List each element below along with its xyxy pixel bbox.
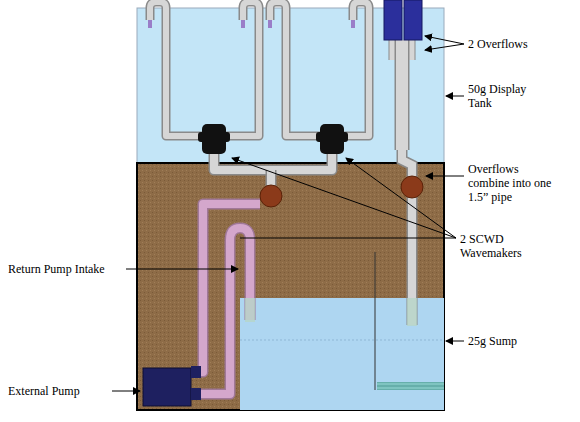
sump-baffle	[375, 252, 376, 390]
overflow-boxes	[384, 0, 422, 326]
leader-lines	[112, 36, 464, 391]
return-hole	[260, 185, 282, 207]
overflow-pipe-label: Overflows combine into one 1.5” pipe	[468, 162, 558, 204]
return-pipes	[195, 204, 260, 394]
scwd-wavemakers	[198, 124, 348, 154]
filter-pad	[377, 382, 444, 390]
drain-hole	[401, 176, 423, 198]
intake-label: Return Pump Intake	[8, 262, 105, 276]
stand-cabinet	[137, 163, 444, 410]
overflow-label: 2 Overflows	[468, 37, 528, 51]
wavemaker-label: 2 SCWD Wavemakers	[460, 232, 550, 260]
external-pump	[143, 366, 201, 406]
pipe-nozzles	[148, 20, 355, 28]
sump-label: 25g Sump	[468, 334, 517, 348]
wavemaker-pipes	[150, 2, 369, 190]
pump-label: External Pump	[8, 384, 80, 398]
water-line	[240, 340, 444, 341]
tank-label: 50g Display Tank	[468, 82, 540, 110]
sump-water	[240, 298, 444, 410]
